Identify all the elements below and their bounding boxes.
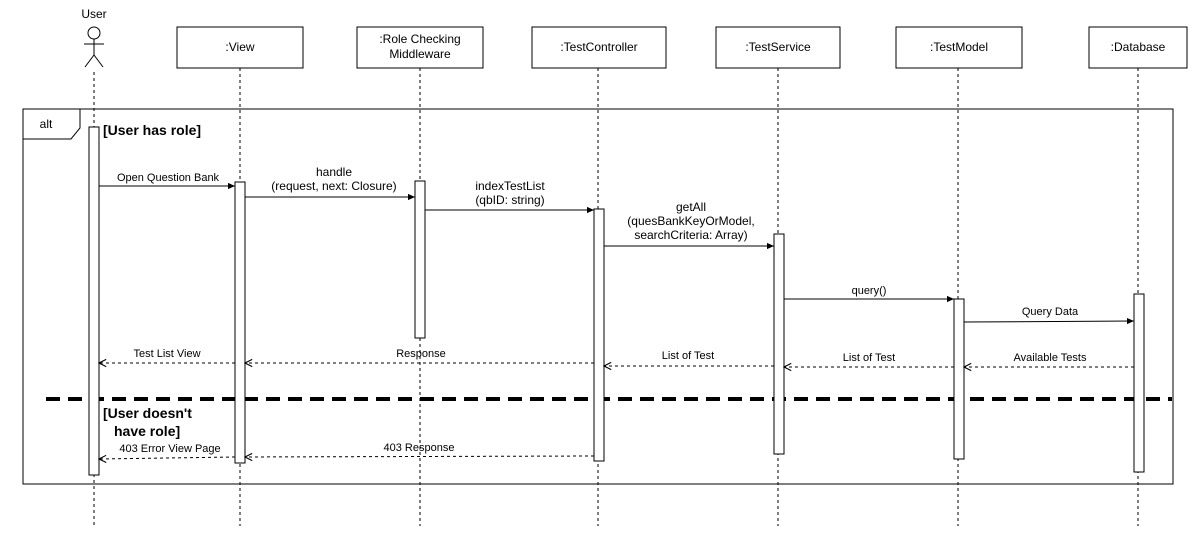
activation-controller bbox=[593, 208, 605, 462]
activation-database bbox=[1133, 293, 1145, 473]
participant-model-label: :TestModel bbox=[930, 40, 988, 54]
guard-user-no-role-1: [User doesn't bbox=[103, 405, 192, 421]
participant-view-box bbox=[176, 26, 304, 69]
message-get-all-label-1: getAll bbox=[676, 200, 706, 214]
return-list-of-test-service-label: List of Test bbox=[662, 350, 714, 362]
message-get-all-label-3: searchCriteria: Array) bbox=[634, 228, 747, 242]
participant-service-label: :TestService bbox=[745, 40, 811, 54]
return-403-response-arrow bbox=[245, 456, 595, 457]
participant-database-label: :Database bbox=[1111, 40, 1166, 54]
return-403-error-view-label: 403 Error View Page bbox=[119, 443, 220, 455]
return-response-label: Response bbox=[396, 348, 446, 360]
activation-user bbox=[88, 126, 100, 476]
activation-service bbox=[773, 233, 785, 455]
activation-model bbox=[953, 298, 965, 460]
message-get-all-label-2: (quesBankKeyOrModel, bbox=[627, 214, 754, 228]
message-index-test-list-label-2: (qbID: string) bbox=[475, 193, 544, 207]
guard-user-no-role-2: have role] bbox=[114, 423, 180, 439]
guard-user-has-role: [User has role] bbox=[103, 122, 201, 138]
message-query-label: query() bbox=[852, 285, 887, 297]
participant-middleware-label-1: :Role Checking bbox=[379, 32, 460, 46]
participant-middleware-box bbox=[356, 26, 484, 69]
participant-service-box bbox=[715, 26, 841, 69]
participant-database-box bbox=[1088, 26, 1188, 69]
alt-operator-label: alt bbox=[40, 117, 53, 131]
alt-operator-tab bbox=[22, 108, 81, 140]
return-available-tests-label: Available Tests bbox=[1014, 352, 1087, 364]
message-query-data-label: Query Data bbox=[1022, 306, 1079, 318]
return-list-of-test-model-label: List of Test bbox=[843, 352, 895, 364]
participant-model-box bbox=[895, 26, 1023, 69]
message-handle-label-1: handle bbox=[316, 165, 352, 179]
user-actor-icon bbox=[84, 26, 104, 68]
return-403-error-view-arrow bbox=[99, 457, 236, 459]
message-index-test-list-label-1: indexTestList bbox=[475, 179, 545, 193]
participant-view-label: :View bbox=[225, 40, 254, 54]
message-handle-label-2: (request, next: Closure) bbox=[271, 179, 396, 193]
return-403-response-label: 403 Response bbox=[384, 442, 455, 454]
activation-middleware bbox=[414, 180, 426, 339]
message-query-data-arrow bbox=[963, 317, 1135, 325]
activation-view bbox=[234, 181, 246, 464]
participant-controller-box bbox=[531, 26, 667, 69]
actor-label: User bbox=[81, 7, 106, 21]
alt-fragment-frame bbox=[22, 108, 1174, 485]
return-test-list-view-label: Test List View bbox=[133, 348, 200, 360]
participant-middleware-label-2: Middleware bbox=[389, 47, 451, 61]
message-open-question-bank-label: Open Question Bank bbox=[117, 172, 220, 184]
participant-controller-label: :TestController bbox=[560, 40, 637, 54]
